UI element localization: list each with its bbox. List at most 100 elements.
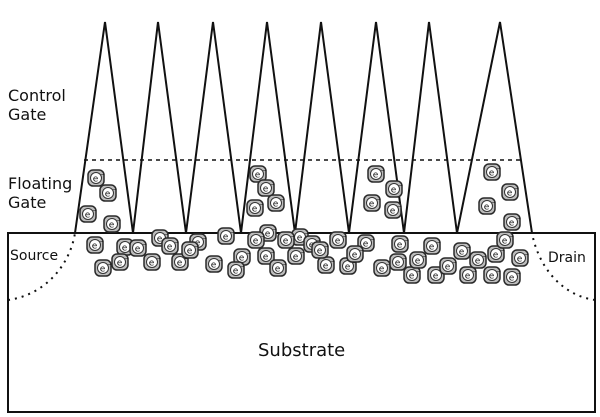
- electron-token: e−: [249, 165, 267, 183]
- electron-token: e−: [483, 266, 501, 284]
- electron-token: e−: [384, 201, 402, 219]
- svg-text:−: −: [230, 230, 235, 237]
- svg-text:−: −: [402, 256, 407, 263]
- svg-text:e: e: [459, 248, 465, 258]
- svg-text:e: e: [195, 239, 201, 249]
- svg-text:−: −: [386, 262, 391, 269]
- svg-text:e: e: [415, 257, 421, 267]
- svg-text:−: −: [472, 269, 477, 276]
- svg-text:e: e: [391, 186, 397, 196]
- svg-text:−: −: [260, 234, 265, 241]
- svg-text:e: e: [395, 259, 401, 269]
- electron-token: e−: [511, 249, 529, 267]
- svg-text:−: −: [500, 248, 505, 255]
- svg-text:e: e: [429, 243, 435, 253]
- svg-text:−: −: [282, 262, 287, 269]
- svg-text:−: −: [370, 237, 375, 244]
- svg-text:e: e: [275, 265, 281, 275]
- electron-token: e−: [217, 227, 235, 245]
- electron-token: e−: [459, 266, 477, 284]
- gate-outline: [74, 21, 533, 234]
- svg-text:−: −: [352, 260, 357, 267]
- svg-text:−: −: [316, 238, 321, 245]
- electron-token: e−: [99, 184, 117, 202]
- drain-region-boundary: [531, 232, 596, 301]
- svg-text:e: e: [283, 237, 289, 247]
- svg-text:e: e: [211, 261, 217, 271]
- electron-token: e−: [439, 257, 457, 275]
- electron-token: e−: [181, 241, 199, 259]
- svg-text:−: −: [218, 258, 223, 265]
- electron-token: e−: [205, 255, 223, 273]
- electron-token: e−: [469, 251, 487, 269]
- svg-text:−: −: [482, 254, 487, 261]
- svg-text:−: −: [142, 242, 147, 249]
- svg-text:−: −: [397, 204, 402, 211]
- svg-text:−: −: [466, 245, 471, 252]
- electron-token: e−: [287, 247, 305, 265]
- substrate-label: Substrate: [258, 340, 346, 361]
- electron-token: e−: [389, 253, 407, 271]
- svg-text:−: −: [202, 236, 207, 243]
- svg-text:−: −: [380, 168, 385, 175]
- svg-text:−: −: [184, 256, 189, 263]
- svg-text:e: e: [239, 254, 245, 264]
- svg-text:e: e: [233, 267, 239, 277]
- electron-token: e−: [277, 231, 295, 249]
- source-region-boundary: [7, 232, 76, 301]
- svg-text:−: −: [246, 251, 251, 258]
- electron-token: e−: [257, 179, 275, 197]
- electron-token: e−: [129, 239, 147, 257]
- svg-text:−: −: [376, 197, 381, 204]
- svg-text:e: e: [109, 221, 115, 231]
- svg-text:−: −: [422, 254, 427, 261]
- svg-text:−: −: [491, 200, 496, 207]
- svg-text:−: −: [240, 264, 245, 271]
- svg-text:−: −: [524, 252, 529, 259]
- svg-text:−: −: [116, 218, 121, 225]
- floating-gate-label: Floating Gate: [8, 174, 73, 213]
- svg-text:e: e: [255, 171, 261, 181]
- electron-token: e−: [346, 245, 364, 263]
- electron-token: e−: [503, 268, 521, 286]
- svg-text:−: −: [107, 262, 112, 269]
- electron-token: e−: [409, 251, 427, 269]
- svg-text:−: −: [404, 238, 409, 245]
- electron-token: e−: [403, 266, 421, 284]
- svg-text:e: e: [369, 200, 375, 210]
- svg-text:e: e: [433, 272, 439, 282]
- source-label: Source: [10, 248, 59, 264]
- svg-text:−: −: [436, 240, 441, 247]
- svg-text:−: −: [359, 248, 364, 255]
- svg-text:−: −: [324, 244, 329, 251]
- svg-text:e: e: [409, 272, 415, 282]
- svg-text:−: −: [416, 269, 421, 276]
- svg-text:−: −: [164, 232, 169, 239]
- svg-text:e: e: [465, 272, 471, 282]
- svg-text:−: −: [99, 239, 104, 246]
- electron-token: e−: [423, 237, 441, 255]
- electron-token: e−: [143, 253, 161, 271]
- electron-token: e−: [373, 259, 391, 277]
- svg-text:e: e: [317, 247, 323, 257]
- svg-text:e: e: [187, 247, 193, 257]
- electron-token: e−: [329, 231, 347, 249]
- svg-text:−: −: [259, 202, 264, 209]
- svg-text:e: e: [105, 190, 111, 200]
- svg-text:e: e: [265, 230, 271, 240]
- svg-text:e: e: [157, 235, 163, 245]
- svg-text:−: −: [262, 168, 267, 175]
- svg-text:e: e: [509, 274, 515, 284]
- svg-text:e: e: [122, 244, 128, 254]
- svg-text:e: e: [352, 251, 358, 261]
- electron-token: e−: [453, 242, 471, 260]
- svg-text:−: −: [516, 216, 521, 223]
- svg-text:e: e: [273, 200, 279, 210]
- svg-text:e: e: [335, 237, 341, 247]
- svg-text:−: −: [330, 259, 335, 266]
- svg-text:e: e: [93, 175, 99, 185]
- svg-text:e: e: [379, 265, 385, 275]
- electron-token: e−: [311, 241, 329, 259]
- electron-token: e−: [363, 194, 381, 212]
